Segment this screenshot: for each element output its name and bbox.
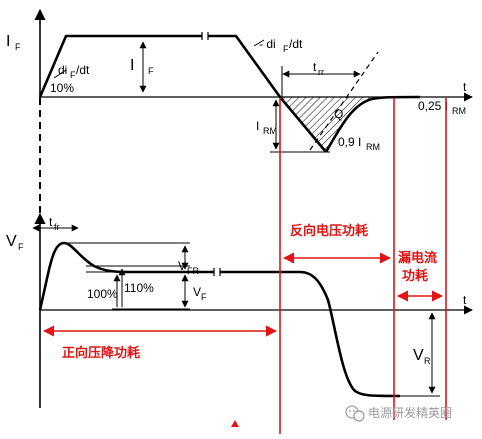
fall-slope-leader <box>253 39 265 47</box>
rise-slope-label: di <box>58 63 67 77</box>
current-plot: t I F di F /dt 10% I F - di F /dt <box>6 8 473 153</box>
vf-label-sub: F <box>201 292 207 302</box>
rise-slope-label-tail: /dt <box>76 63 90 77</box>
rise-slope-leader <box>53 69 67 79</box>
voltage-t-label: t <box>463 293 467 307</box>
leakage-loss-label-1: 漏电流 <box>398 250 437 265</box>
leakage-loss-label-2: 功耗 <box>402 268 428 283</box>
point-nine-irm-label: 0,9 I <box>338 135 361 149</box>
point-nine-irm-label-sub: RM <box>366 142 380 152</box>
irm-label: I <box>256 119 259 133</box>
if-label: I <box>130 57 134 74</box>
ten-percent-label: 10% <box>50 81 74 95</box>
watermark: 电源研发精英圈 <box>345 405 452 422</box>
charge-q-label: Q <box>334 107 343 121</box>
current-t-label: t <box>463 80 467 94</box>
vr-label-sub: R <box>424 356 431 366</box>
trr-label: t <box>313 60 317 74</box>
current-axis-label-sub: F <box>15 42 21 52</box>
fall-slope-label-sub: F <box>283 44 289 54</box>
current-axis-label: I <box>6 33 10 50</box>
recovery-tangent-line <box>309 51 379 151</box>
voltage-break-mark <box>213 268 221 276</box>
vf-label: V <box>193 285 201 299</box>
vr-label: V <box>413 347 424 364</box>
waveform-break-mark <box>201 32 209 40</box>
loss-regions: 反向电压功耗 漏电流 功耗 正向压降功耗 <box>42 98 447 434</box>
pct-110-label: 110% <box>124 281 154 295</box>
fall-slope-label: - di <box>259 37 276 51</box>
forward-drop-loss-label: 正向压降功耗 <box>62 345 140 360</box>
fall-slope-label-tail: /dt <box>289 37 303 51</box>
trr-label-sub: rr <box>318 67 324 77</box>
irm-label-sub: RM <box>263 126 277 136</box>
reverse-voltage-loss-label: 反向电压功耗 <box>290 223 368 238</box>
vfr-label-sub: FR <box>187 266 199 276</box>
recovery-charge-area <box>282 97 398 152</box>
voltage-axis-label: V <box>6 233 17 250</box>
wechat-icon <box>345 405 365 422</box>
pct-100-label: 100% <box>87 287 118 301</box>
quarter-irm-label-sub: RM <box>452 106 466 116</box>
if-label-sub: F <box>148 66 154 76</box>
tfr-label: t <box>49 215 53 229</box>
quarter-irm-label: 0,25 I <box>418 99 448 113</box>
voltage-axis-label-sub: F <box>18 242 24 252</box>
vfr-label: V <box>178 259 186 273</box>
tfr-label-sub: fr <box>54 222 60 232</box>
rise-slope-label-sub: F <box>70 70 76 80</box>
red-small-mark <box>231 420 239 427</box>
voltage-plot: t V F t fr 100% 110% V FR V F <box>6 212 473 408</box>
current-waveform <box>38 34 327 153</box>
watermark-text: 电源研发精英圈 <box>368 405 452 420</box>
